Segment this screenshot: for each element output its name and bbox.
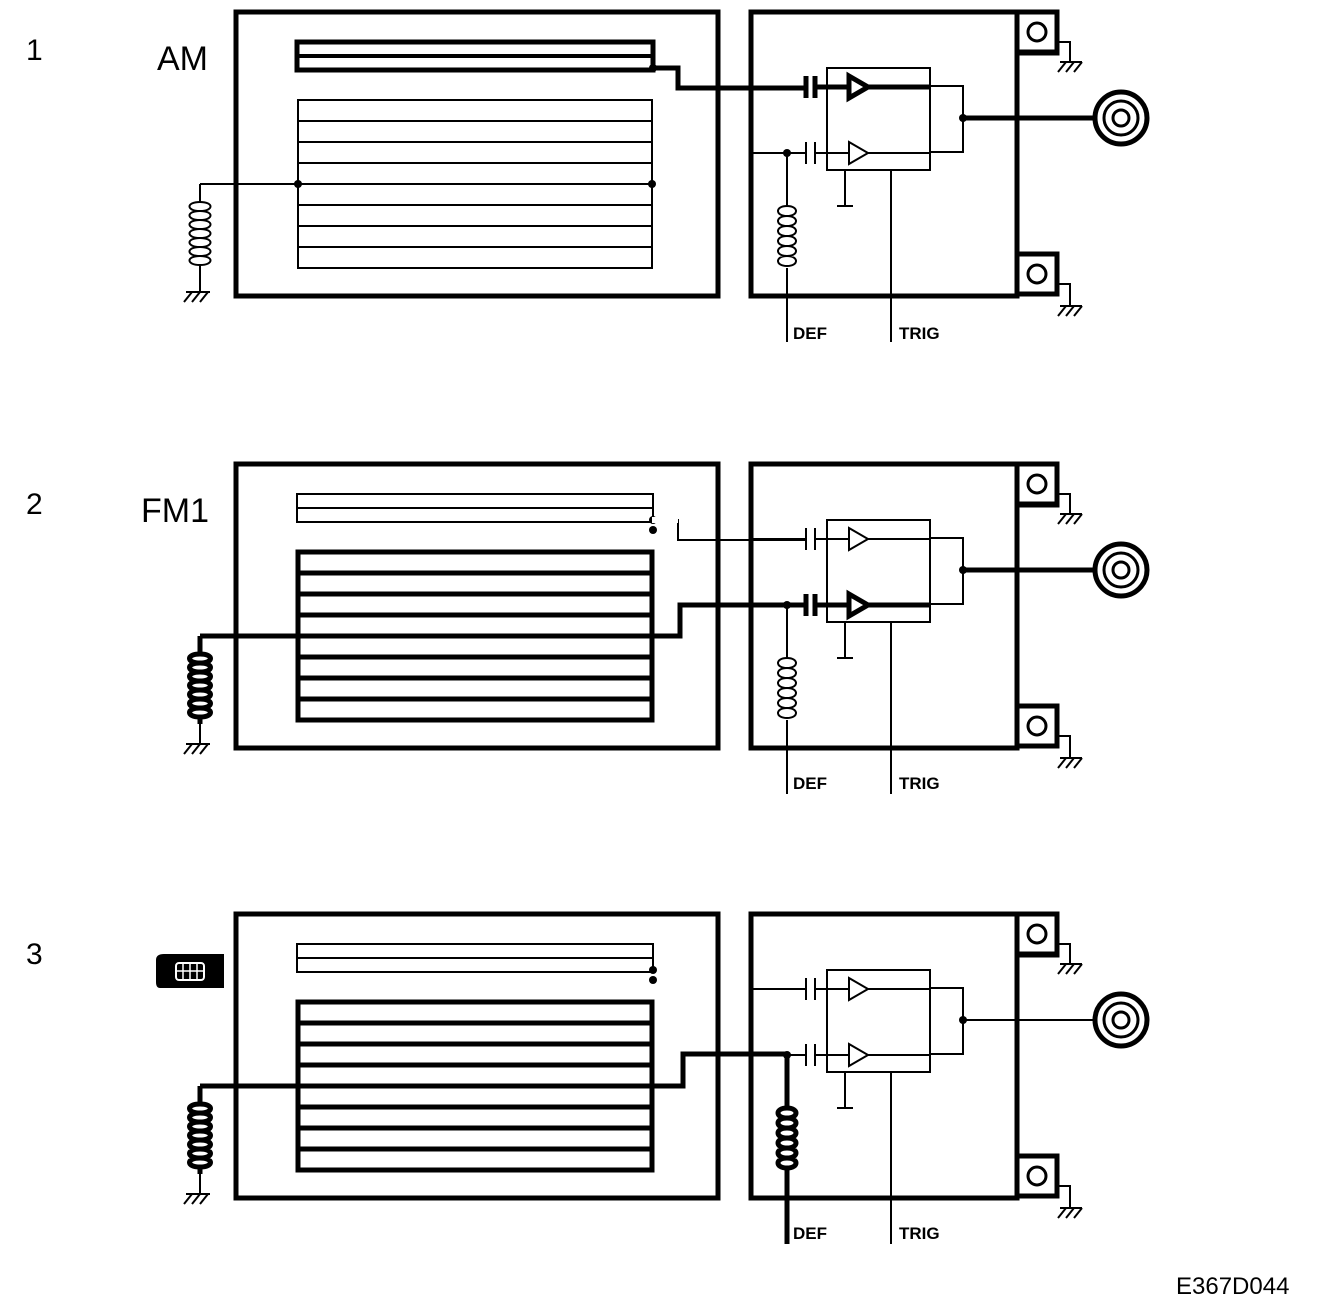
step-number: 2 xyxy=(26,488,43,521)
heater-grid xyxy=(297,99,653,269)
mode-label: FM1 xyxy=(141,492,209,530)
trig-label: TRIG xyxy=(899,774,940,793)
def-label: DEF xyxy=(793,774,827,793)
def-label: DEF xyxy=(793,324,827,343)
trig-label: TRIG xyxy=(899,324,940,343)
step-number: 1 xyxy=(26,34,43,67)
mode-label: AM xyxy=(157,40,208,78)
step-number: 3 xyxy=(26,938,43,971)
panel-1: 1 AM DEF TRIG xyxy=(26,12,1147,343)
def-label: DEF xyxy=(793,1224,827,1243)
trig-label: TRIG xyxy=(899,1224,940,1243)
panel-2: 2 FM1 DEF TRIG xyxy=(26,464,1147,794)
figure-code: E367D044 xyxy=(1176,1273,1289,1300)
phone-card-icon xyxy=(156,954,224,988)
panel-3: 3 DEF TRIG xyxy=(26,914,1147,1244)
